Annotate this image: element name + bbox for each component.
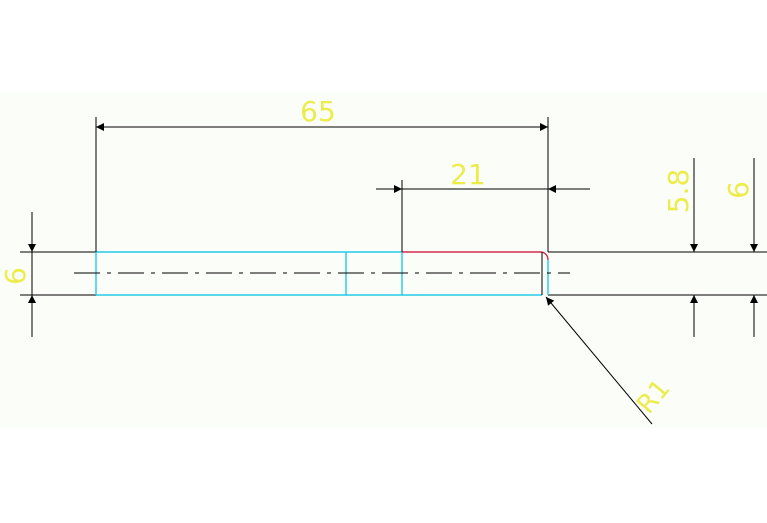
radius-r1-label: R1: [631, 374, 676, 420]
shaft-right-section[interactable]: [402, 251, 549, 296]
dimension-65-label: 65: [300, 95, 336, 128]
dimension-6-left-label: 6: [0, 267, 32, 285]
dimension-21[interactable]: 21: [376, 158, 590, 252]
dimension-21-label: 21: [450, 158, 486, 191]
dimension-5-8[interactable]: 5.8: [662, 158, 698, 337]
dimension-6-right[interactable]: 6: [722, 158, 758, 337]
dimension-65[interactable]: 65: [95, 95, 549, 252]
dimension-6-right-label: 6: [722, 181, 755, 199]
dimension-5-8-label: 5.8: [662, 169, 695, 214]
drawing-area[interactable]: [0, 92, 767, 428]
dimension-6-left[interactable]: 6: [0, 212, 36, 337]
radius-leader-r1[interactable]: R1: [545, 296, 676, 425]
